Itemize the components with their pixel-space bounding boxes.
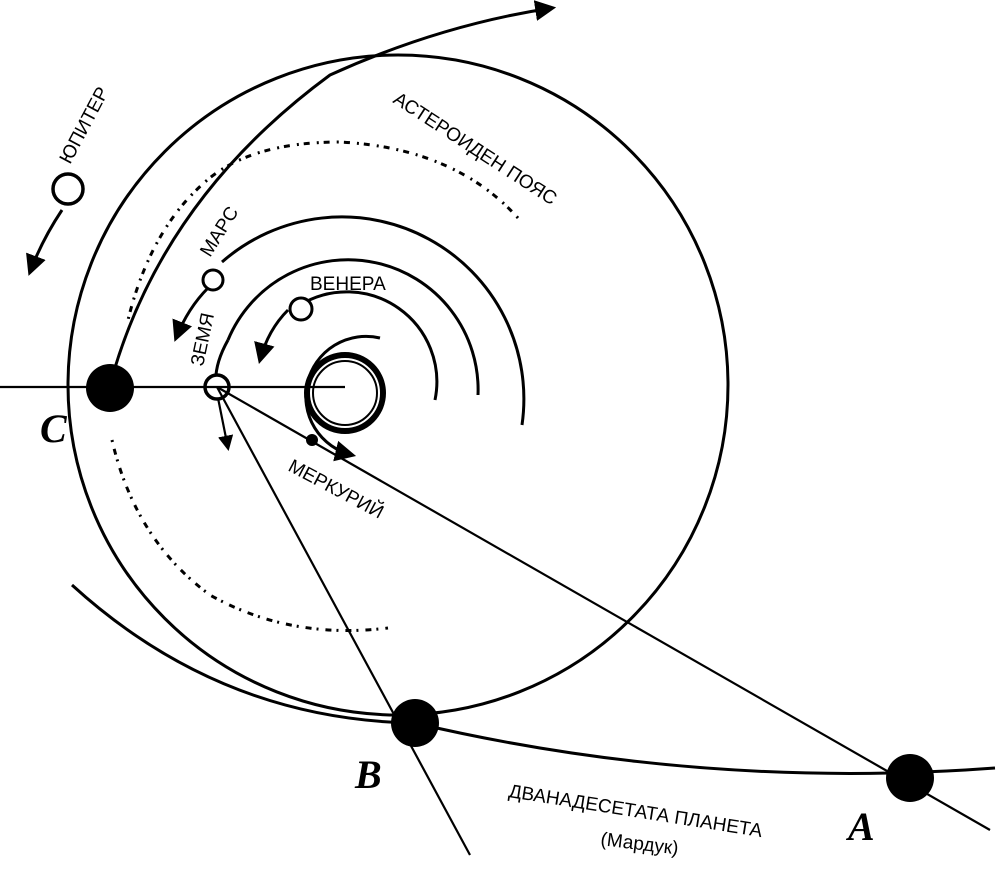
asteroid-belt-label: АСТЕРОИДЕН ПОЯС [389,89,560,210]
point-a-label: A [845,804,875,849]
venus-arrow [254,308,290,365]
marduk-orbit [70,583,996,775]
jupiter-planet [51,172,85,206]
earth-arrow [216,397,234,452]
position-b-dot [391,699,439,747]
venus-orbit [299,290,439,401]
earth-label: ЗЕМЯ [187,311,219,368]
mars-arrow [172,286,210,342]
mars-planet [201,268,225,292]
line-a [216,386,991,831]
position-a-dot [886,754,934,802]
earth-orbit [226,258,480,396]
sun-inner-ring [312,360,378,426]
jupiter-label: ЮПИТЕР [56,84,114,168]
marduk-orbit-upper [108,0,557,386]
position-c-dot [86,364,134,412]
mercury-orbit [304,334,381,462]
mars-orbit [221,215,526,426]
asteroid-belt-upper [126,140,520,321]
venus-planet [288,296,314,322]
line-b [216,386,471,856]
sun [304,352,386,434]
jupiter-orbit [66,53,730,717]
point-c-label: C [40,406,68,451]
venus-label: ВЕНЕРА [310,274,386,295]
point-b-label: B [354,752,382,797]
mercury-label: МЕРКУРИЙ [285,455,388,523]
marduk-label: (Мардук) [599,829,679,859]
jupiter-arrow [26,209,64,276]
asteroid-belt-lower [110,439,389,633]
